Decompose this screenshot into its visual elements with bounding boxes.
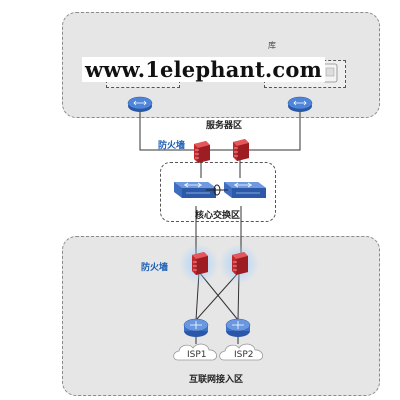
isp2-label: ISP2: [234, 350, 254, 360]
link-server-switch-left-to-firewall: [139, 112, 198, 151]
isp2-cloud-icon: [219, 343, 264, 361]
firewall-bottom-left: [192, 252, 208, 275]
server-zone-top-right-label: 库: [268, 41, 276, 50]
firewall-top-label: 防火墙: [158, 141, 186, 151]
firewall-top-left: [194, 141, 210, 163]
router-isp1: [183, 318, 209, 337]
server-switch-left: [127, 96, 153, 112]
isp1-label: ISP1: [187, 350, 207, 360]
core-switch-right: [224, 182, 266, 198]
isp1-cloud-icon: [173, 343, 218, 361]
server-switch-right: [287, 96, 313, 112]
firewall-bottom-label: 防火墙: [141, 263, 169, 273]
firewall-top-right: [233, 139, 249, 161]
router-isp2: [225, 318, 251, 337]
internet-zone-label: 互联网接入区: [189, 375, 244, 385]
server-zone-label: 服务器区: [206, 121, 243, 131]
core-stack-link: [206, 184, 228, 196]
server-icon: [322, 63, 338, 83]
link-server-switch-right-to-firewall: [242, 112, 301, 151]
watermark-text: www.1elephant.com: [82, 57, 325, 82]
core-zone-label: 核心交换区: [195, 211, 241, 221]
firewall-bottom-right: [232, 252, 248, 275]
